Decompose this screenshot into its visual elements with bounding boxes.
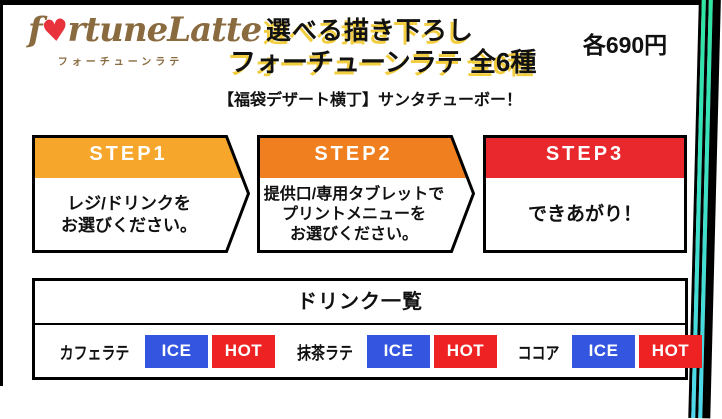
step2-line: 提供口/専用タブレットで (263, 186, 445, 203)
hot-button[interactable]: HOT (212, 334, 275, 368)
ice-button[interactable]: ICE (145, 334, 208, 368)
logo-letters-rest: rtuneLatte (67, 10, 263, 50)
ice-button[interactable]: ICE (572, 334, 635, 368)
drink-list-panel: ドリンク一覧 カフェラテ ICE HOT 抹茶ラテ ICE HOT ココア IC… (32, 278, 702, 380)
step2-label: STEP2 (314, 143, 393, 165)
card-top-border (0, 0, 701, 5)
hot-button[interactable]: HOT (639, 334, 702, 368)
step2-arrow-shape (257, 135, 475, 253)
step3-rect-shape (483, 135, 687, 253)
logo-letter-f: f (28, 10, 43, 50)
campaign-subtitle: 【福袋デザート横丁】サンタチューボー！ (217, 92, 522, 109)
step1-line: レジ/ドリンクを (67, 194, 191, 213)
brand-logo-wordmark: f♥rtuneLatte (28, 10, 262, 52)
ice-button[interactable]: ICE (367, 334, 430, 368)
drink-group-matcha-latte: 抹茶ラテ ICE HOT (287, 334, 497, 368)
brand-logo: f♥rtuneLatte フォーチューンラテ (28, 10, 262, 68)
step2-line: お選びください。 (289, 226, 418, 243)
step3-body: できあがり！ (485, 181, 685, 249)
drink-group-cocoa: ココア ICE HOT (509, 334, 702, 368)
drink-group-cafe-latte: カフェラテ ICE HOT (48, 334, 275, 368)
step2-box: STEP2 提供口/専用タブレットで プリントメニューを お選びください。 (257, 135, 475, 253)
step2-line: プリントメニューを (281, 206, 426, 223)
step1-box: STEP1 レジ/ドリンクを お選びください。 (32, 135, 250, 253)
step1-line: お選びください。 (61, 216, 197, 235)
drink-name: カフェラテ (59, 343, 130, 363)
step1-body: レジ/ドリンクを お選びください。 (34, 181, 224, 249)
title-line-2: フォーチューンラテ 全6種 (230, 47, 537, 77)
drink-list-title: ドリンク一覧 (35, 281, 685, 325)
step2-body: 提供口/専用タブレットで プリントメニューを お選びください。 (259, 181, 449, 249)
step3-box: STEP3 できあがり！ (483, 135, 687, 253)
drink-name: ココア (517, 343, 560, 363)
step3-label: STEP3 (545, 143, 625, 165)
hot-button[interactable]: HOT (434, 334, 497, 368)
brand-katakana: フォーチューンラテ (57, 57, 184, 68)
title-line-1: 選べる描き下ろし (265, 17, 474, 45)
step1-label: STEP1 (89, 143, 168, 165)
card-left-border (0, 0, 3, 386)
step1-arrow-shape (32, 135, 250, 253)
drink-name: 抹茶ラテ (297, 343, 353, 363)
step3-line: できあがり！ (527, 204, 642, 225)
heart-icon: ♥ (39, 12, 70, 51)
drink-list-row: カフェラテ ICE HOT 抹茶ラテ ICE HOT ココア ICE HOT (35, 325, 702, 377)
price-label: 各690円 (582, 32, 668, 58)
page-title: 選べる描き下ろし フォーチューンラテ 全6種 (230, 16, 537, 78)
